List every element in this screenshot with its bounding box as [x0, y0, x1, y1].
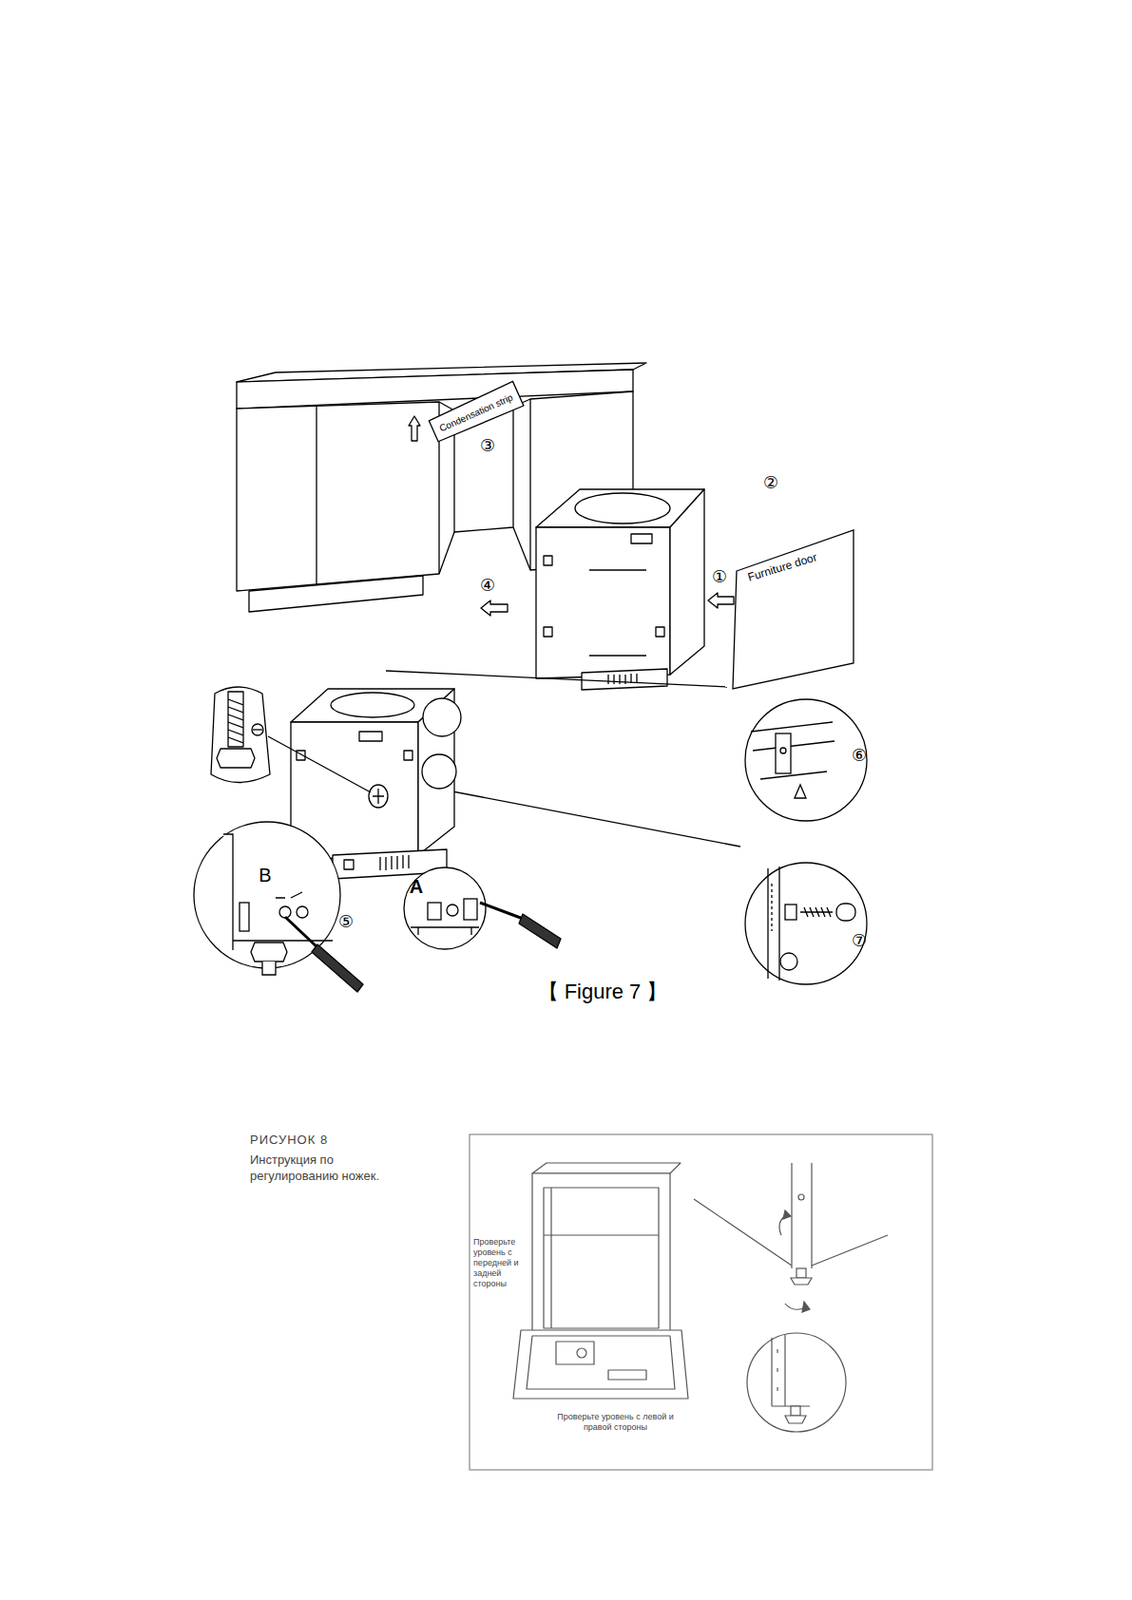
callout-number: ① [711, 568, 728, 586]
detail-circle-a [403, 867, 486, 950]
callout-number: ⑥ [851, 747, 867, 765]
level-note: Проверьте уровень с передней и задней ст… [473, 1237, 529, 1290]
detail-circle-screw [745, 863, 867, 985]
open-dishwasher [513, 1163, 689, 1400]
callout-number: ⑤ [338, 913, 354, 931]
callout-number: ④ [479, 576, 496, 595]
figure-caption: 【 Figure 7 】 [537, 978, 669, 1007]
detail-letter: A [409, 877, 423, 897]
figure-title: РИСУНОК 8 [249, 1132, 422, 1148]
figure-subtitle: Инструкция по регулированию ножек. [249, 1151, 403, 1185]
callout-number: ② [763, 474, 779, 492]
figure8-frame [469, 1134, 933, 1471]
node-outline [732, 530, 854, 690]
level-note: Проверьте уровень с левой и правой сторо… [551, 1412, 680, 1434]
foot-bolt-detail [211, 687, 270, 784]
leg-adjust-diagram [693, 1163, 888, 1433]
detail-letter: B [258, 865, 271, 885]
detail-circle-hinge [745, 699, 867, 822]
callout-number: ⑦ [851, 932, 867, 950]
furniture-door-panel: Furniture door [732, 530, 854, 690]
screwdriver [285, 902, 561, 993]
callout-number: ③ [479, 437, 496, 455]
